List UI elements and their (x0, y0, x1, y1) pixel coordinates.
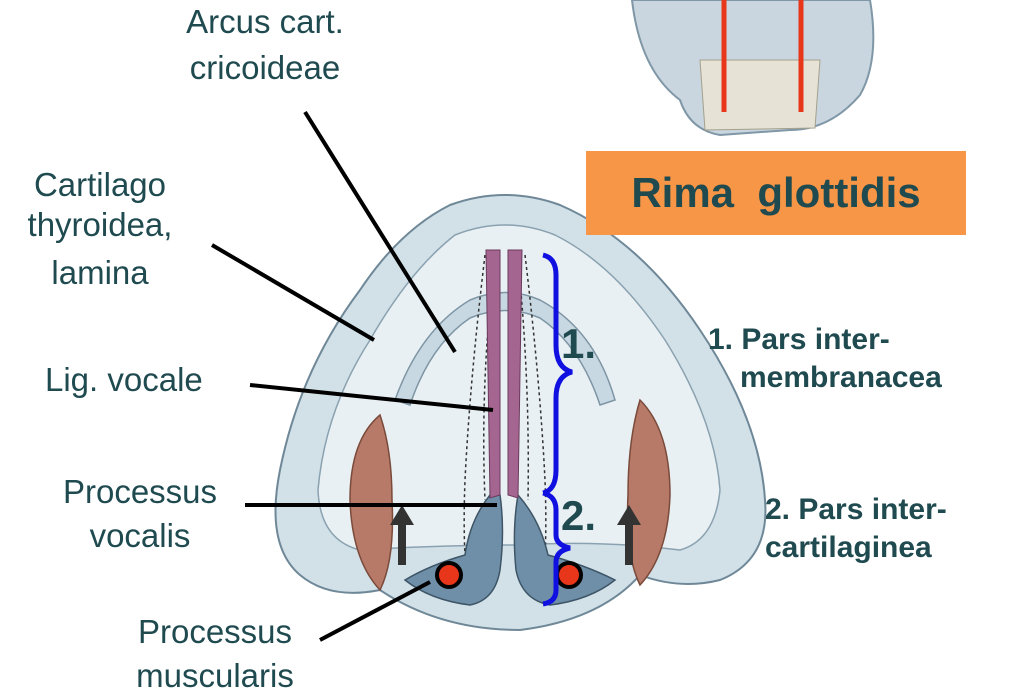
label-proc-vocalis-line1: Processus (40, 472, 240, 512)
label-proc-vocalis-line2: vocalis (40, 516, 240, 556)
title-box: Rima glottidis (586, 151, 966, 235)
label-processus-vocalis: Processus vocalis (40, 472, 240, 556)
label-thyroidea-line3: lamina (0, 253, 200, 293)
label-arcus-line1: Arcus cart. (150, 2, 380, 42)
label-thyroidea-line1: Cartilago (0, 165, 200, 205)
pars1-line2: membranacea (708, 361, 942, 395)
label-thyroidea: Cartilago thyroidea, lamina (0, 165, 200, 293)
label-thyroidea-line2: thyroidea, (0, 205, 200, 245)
pars2-line2: cartilaginea (765, 531, 947, 565)
title: Rima glottidis (631, 169, 920, 217)
label-proc-musc-line2: muscularis (110, 656, 320, 696)
label-processus-muscularis: Processus muscularis (110, 612, 320, 696)
marker-right (557, 563, 581, 587)
label-pars-intermembranacea: 1. Pars inter- membranacea (708, 323, 942, 395)
pars1-line1: 1. Pars inter- (708, 323, 942, 357)
part2-number: 2. (561, 494, 596, 538)
marker-left (437, 563, 461, 587)
label-pars-intercartilaginea: 2. Pars inter- cartilaginea (765, 493, 947, 565)
label-lig-vocale: Lig. vocale (45, 360, 203, 400)
pars2-line1: 2. Pars inter- (765, 493, 947, 527)
part1-number: 1. (561, 322, 596, 366)
trachea-fragment (632, 0, 873, 135)
label-arcus: Arcus cart. cricoideae (150, 2, 380, 88)
label-proc-musc-line1: Processus (110, 612, 320, 652)
label-arcus-line2: cricoideae (150, 48, 380, 88)
